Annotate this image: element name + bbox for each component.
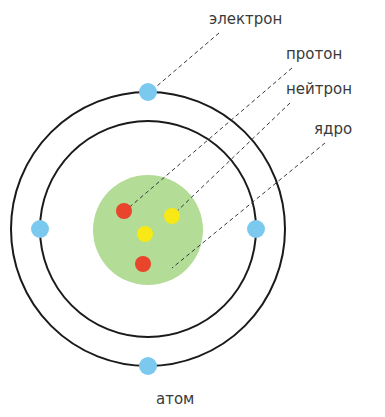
outer-orbit bbox=[11, 92, 285, 366]
caption: атом bbox=[154, 390, 196, 408]
leader-line bbox=[150, 33, 219, 92]
neutron bbox=[137, 226, 153, 242]
electron bbox=[31, 220, 49, 238]
callout-label: нейтрон bbox=[284, 80, 354, 98]
neutron bbox=[164, 208, 180, 224]
electron bbox=[139, 357, 157, 375]
callout-label: протон bbox=[284, 45, 344, 63]
leader-line bbox=[172, 143, 325, 268]
electron bbox=[247, 220, 265, 238]
callout-label: ядро bbox=[312, 120, 354, 138]
leader-line bbox=[125, 68, 292, 211]
leader-line bbox=[172, 103, 290, 216]
proton bbox=[135, 256, 151, 272]
proton bbox=[116, 203, 132, 219]
electron bbox=[139, 83, 157, 101]
inner-orbit bbox=[40, 121, 256, 337]
callout-label: электрон bbox=[207, 10, 284, 28]
